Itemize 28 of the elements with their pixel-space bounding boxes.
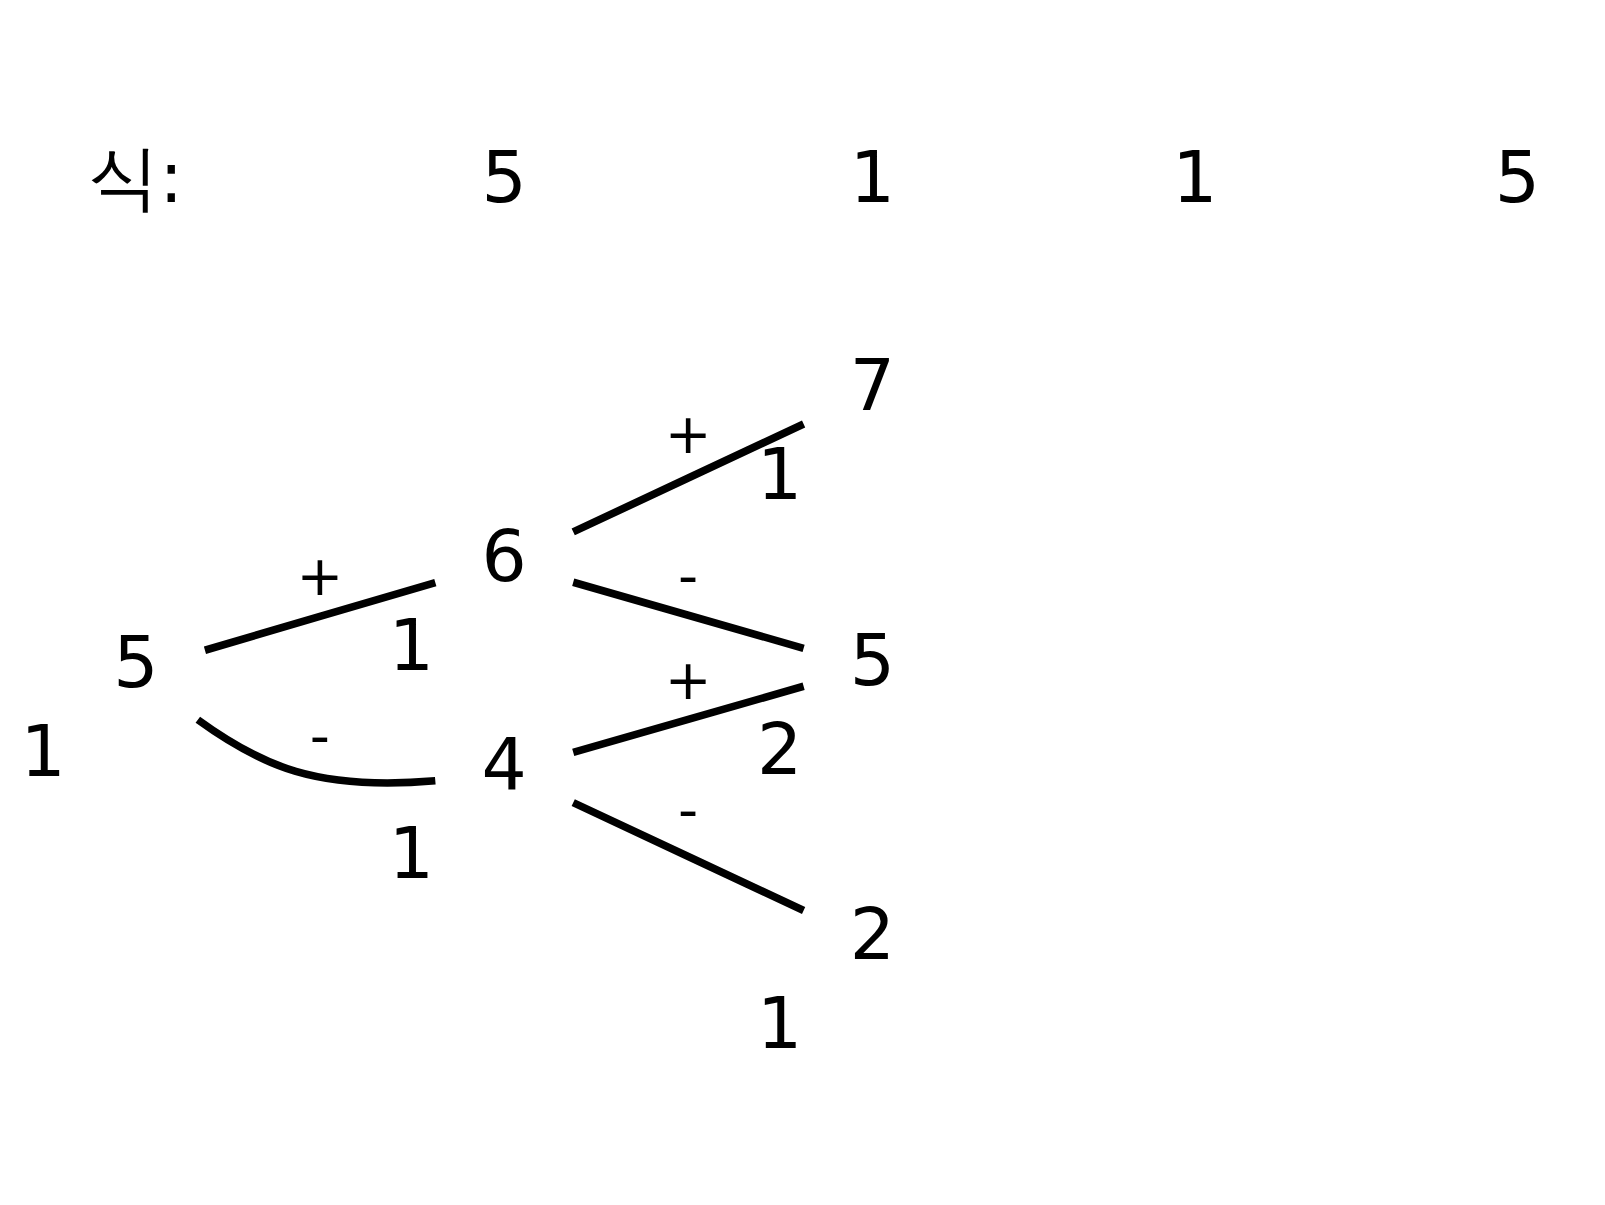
node-text: 2: [849, 893, 895, 977]
node-label: 1: [20, 710, 66, 794]
edge-label: -: [309, 703, 331, 769]
edge-label: -: [678, 776, 699, 842]
connector: [203, 578, 437, 654]
edge-label: -: [678, 543, 699, 609]
edge-label: +: [664, 400, 712, 466]
node-label: 1: [388, 811, 434, 895]
node-text: 7: [849, 344, 895, 428]
edge-label: +: [664, 647, 712, 713]
connector: [572, 682, 805, 756]
node-label: 1: [757, 982, 803, 1065]
node-text: 5: [113, 621, 159, 705]
label: 5: [481, 136, 527, 220]
node-text: 5: [849, 618, 895, 702]
edge-label: +: [296, 543, 344, 609]
node-text: 6: [481, 514, 527, 598]
label: 1: [849, 136, 895, 220]
label: 5: [1494, 136, 1541, 220]
connector: [572, 578, 805, 652]
connector: [571, 420, 806, 536]
connector: [571, 799, 806, 914]
node-text: 4: [481, 722, 527, 806]
label: 식:: [88, 136, 184, 220]
node-label: 1: [388, 603, 434, 687]
label: 1: [1172, 136, 1218, 220]
node-label: 1: [757, 433, 803, 517]
node-label: 2: [757, 707, 803, 791]
